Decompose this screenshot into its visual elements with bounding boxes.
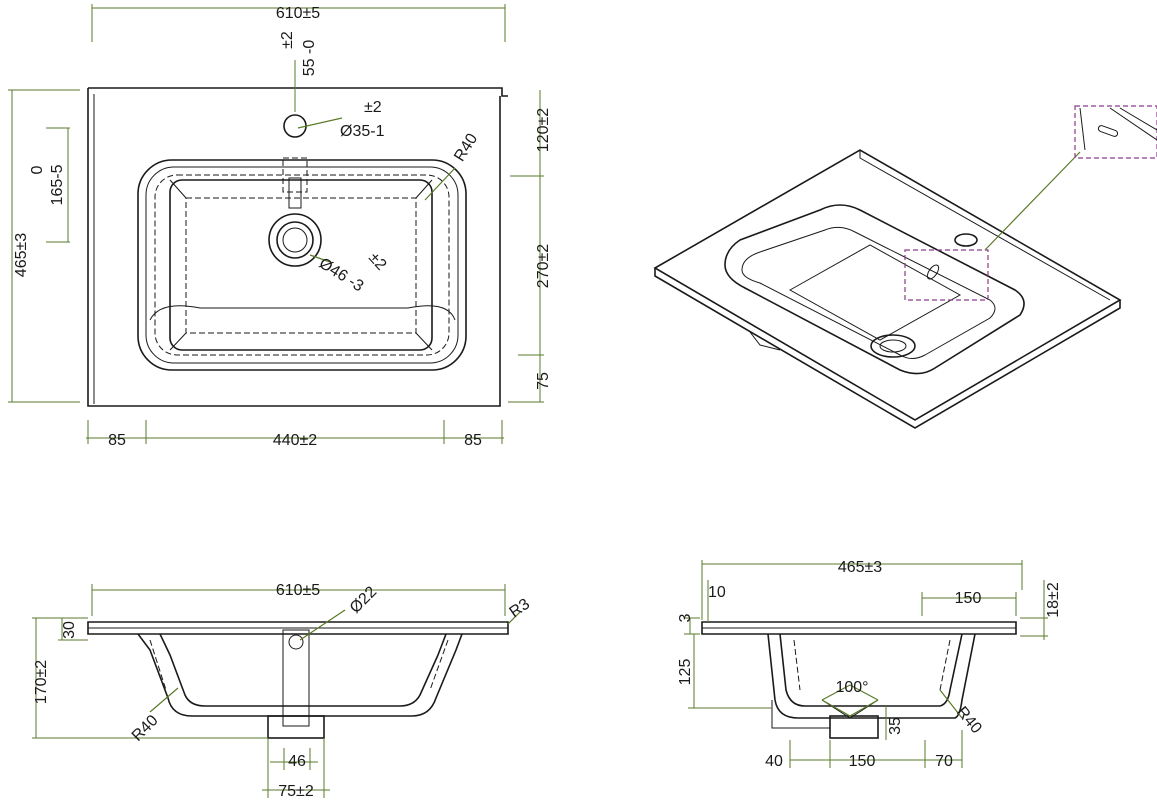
dim-side-inset — [921, 592, 1017, 616]
label-side-rim: 3 — [677, 613, 694, 622]
label-bowl-width: 440±2 — [273, 432, 317, 449]
front-bowl-inner — [159, 633, 447, 707]
side-bowl-inner — [779, 633, 963, 707]
label-drain-tol: ±2 — [365, 249, 390, 274]
iso-drain — [870, 334, 916, 358]
overflow-callout-box — [904, 249, 989, 301]
dim-side-rim — [684, 617, 700, 635]
dim-side-depth — [701, 560, 1023, 620]
label-bowl-radius: R40 — [451, 131, 481, 165]
front-waste — [267, 715, 325, 739]
isometric-view — [653, 105, 1157, 429]
dim-side-bottom-chain — [789, 730, 963, 768]
label-bowl-depth: 270±2 — [535, 244, 552, 288]
side-slab — [701, 621, 1017, 635]
label-front-rim: 30 — [61, 621, 78, 639]
label-right-margin: 85 — [464, 432, 482, 449]
dim-side-top — [1020, 580, 1048, 640]
label-bowl-offset-lower: 165-5 — [49, 164, 66, 205]
dim-right-chain — [508, 90, 544, 403]
iso-tap-hole — [954, 233, 978, 247]
iso-overflow — [926, 264, 940, 280]
label-back-margin: 120±2 — [535, 108, 552, 152]
front-overflow-channel — [282, 629, 310, 727]
label-side-top: 18±2 — [1045, 582, 1062, 618]
label-tap-hole-dia: Ø35-1 — [340, 123, 385, 140]
label-side-bowl: 125 — [677, 659, 694, 686]
dim-bottom-chain — [86, 420, 504, 444]
label-front-width: 610±5 — [276, 582, 320, 599]
dim-side-bowl — [688, 634, 772, 709]
dim-front-drain — [270, 748, 318, 770]
label-front-height: 170±2 — [33, 660, 50, 704]
label-overall-depth: 465±3 — [13, 233, 30, 277]
label-front-overflow: Ø22 — [347, 583, 380, 616]
front-section: 610±5 Ø22 R3 30 170±2 R40 46 75±2 — [32, 582, 533, 800]
dim-front-height — [32, 617, 268, 739]
top-view: 610±5 465±3 ±2 55 -0 ±2 Ø35-1 R40 ±2 Ø46… — [8, 4, 552, 449]
label-overall-width: 610±5 — [276, 5, 320, 22]
label-front-drain: 46 — [288, 753, 306, 770]
label-tap-offset: 55 -0 — [301, 40, 318, 77]
overflow-slot — [282, 157, 308, 193]
side-bowl-outer — [767, 633, 976, 719]
label-side-depth: 465±3 — [838, 559, 882, 576]
front-slab — [87, 621, 509, 635]
label-side-angle: 100° — [835, 679, 868, 696]
bowl-outer-contour — [137, 159, 467, 371]
iso-slab-top — [653, 149, 1122, 421]
dim-front-waste — [262, 738, 330, 798]
label-side-front: 40 — [765, 753, 783, 770]
label-side-back: 70 — [935, 753, 953, 770]
dim-overall-depth — [8, 89, 80, 403]
drain-hole — [268, 213, 322, 267]
tap-hole — [283, 114, 307, 138]
label-side-drain: 35 — [887, 717, 904, 735]
label-side-span: 150 — [849, 753, 876, 770]
label-drain-dia: Ø46 -3 — [316, 255, 367, 295]
iso-slab-edge — [654, 268, 1121, 429]
overflow-detail-box — [1074, 105, 1157, 159]
label-front-margin: 75 — [535, 372, 552, 390]
dim-overall-width — [91, 4, 506, 42]
iso-bowl-rim — [724, 204, 1025, 375]
label-front-edge-radius: R3 — [507, 596, 534, 622]
front-bowl-outer — [137, 633, 463, 717]
label-side-lip: 10 — [708, 584, 726, 601]
side-waste — [829, 715, 879, 739]
label-tap-tol: ±2 — [279, 31, 296, 49]
dim-front-width — [91, 584, 506, 616]
label-side-bowl-radius: R40 — [953, 704, 985, 737]
label-tap-hole-tol: ±2 — [364, 99, 382, 116]
label-bowl-offset-upper: 0 — [29, 165, 46, 174]
label-front-bowl-radius: R40 — [129, 712, 162, 745]
label-front-waste: 75±2 — [278, 783, 314, 800]
label-left-margin: 85 — [108, 432, 126, 449]
label-side-inset: 150 — [955, 590, 982, 607]
side-section: 465±3 10 3 150 18±2 125 100° 35 R40 40 1… — [677, 559, 1062, 770]
dim-bowl-offset — [46, 127, 70, 243]
